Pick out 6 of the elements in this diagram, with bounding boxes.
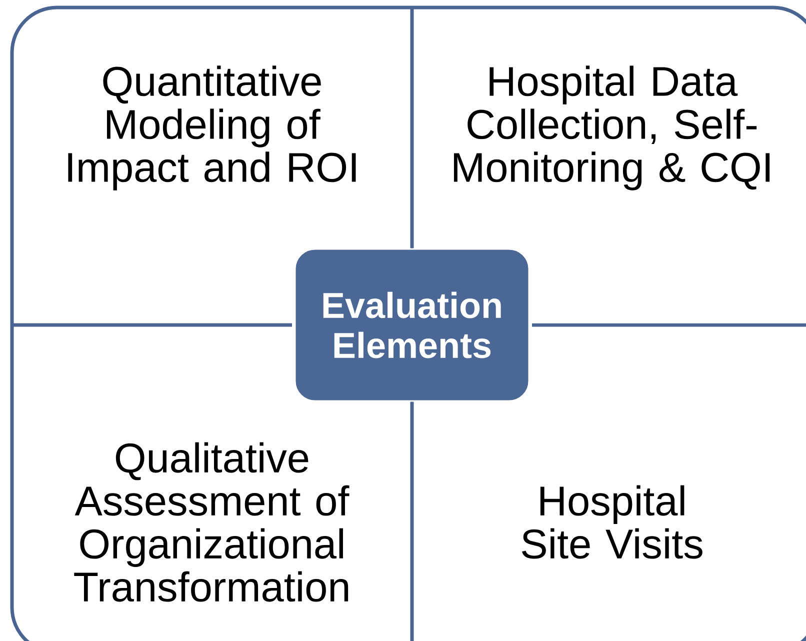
quadrant-text: Hospital Site Visits — [522, 485, 702, 559]
outer-frame — [10, 6, 806, 641]
center-box: Evaluation Elements — [294, 248, 530, 402]
quadrant-text: Qualitative Assessment of Organizational Transformation — [74, 442, 350, 602]
quadrant-text: Hospital Data Collection, Self-Monitoring & CQI — [454, 66, 770, 190]
quadrant-text: Quantitative Modeling of Impact and ROI — [68, 66, 356, 190]
